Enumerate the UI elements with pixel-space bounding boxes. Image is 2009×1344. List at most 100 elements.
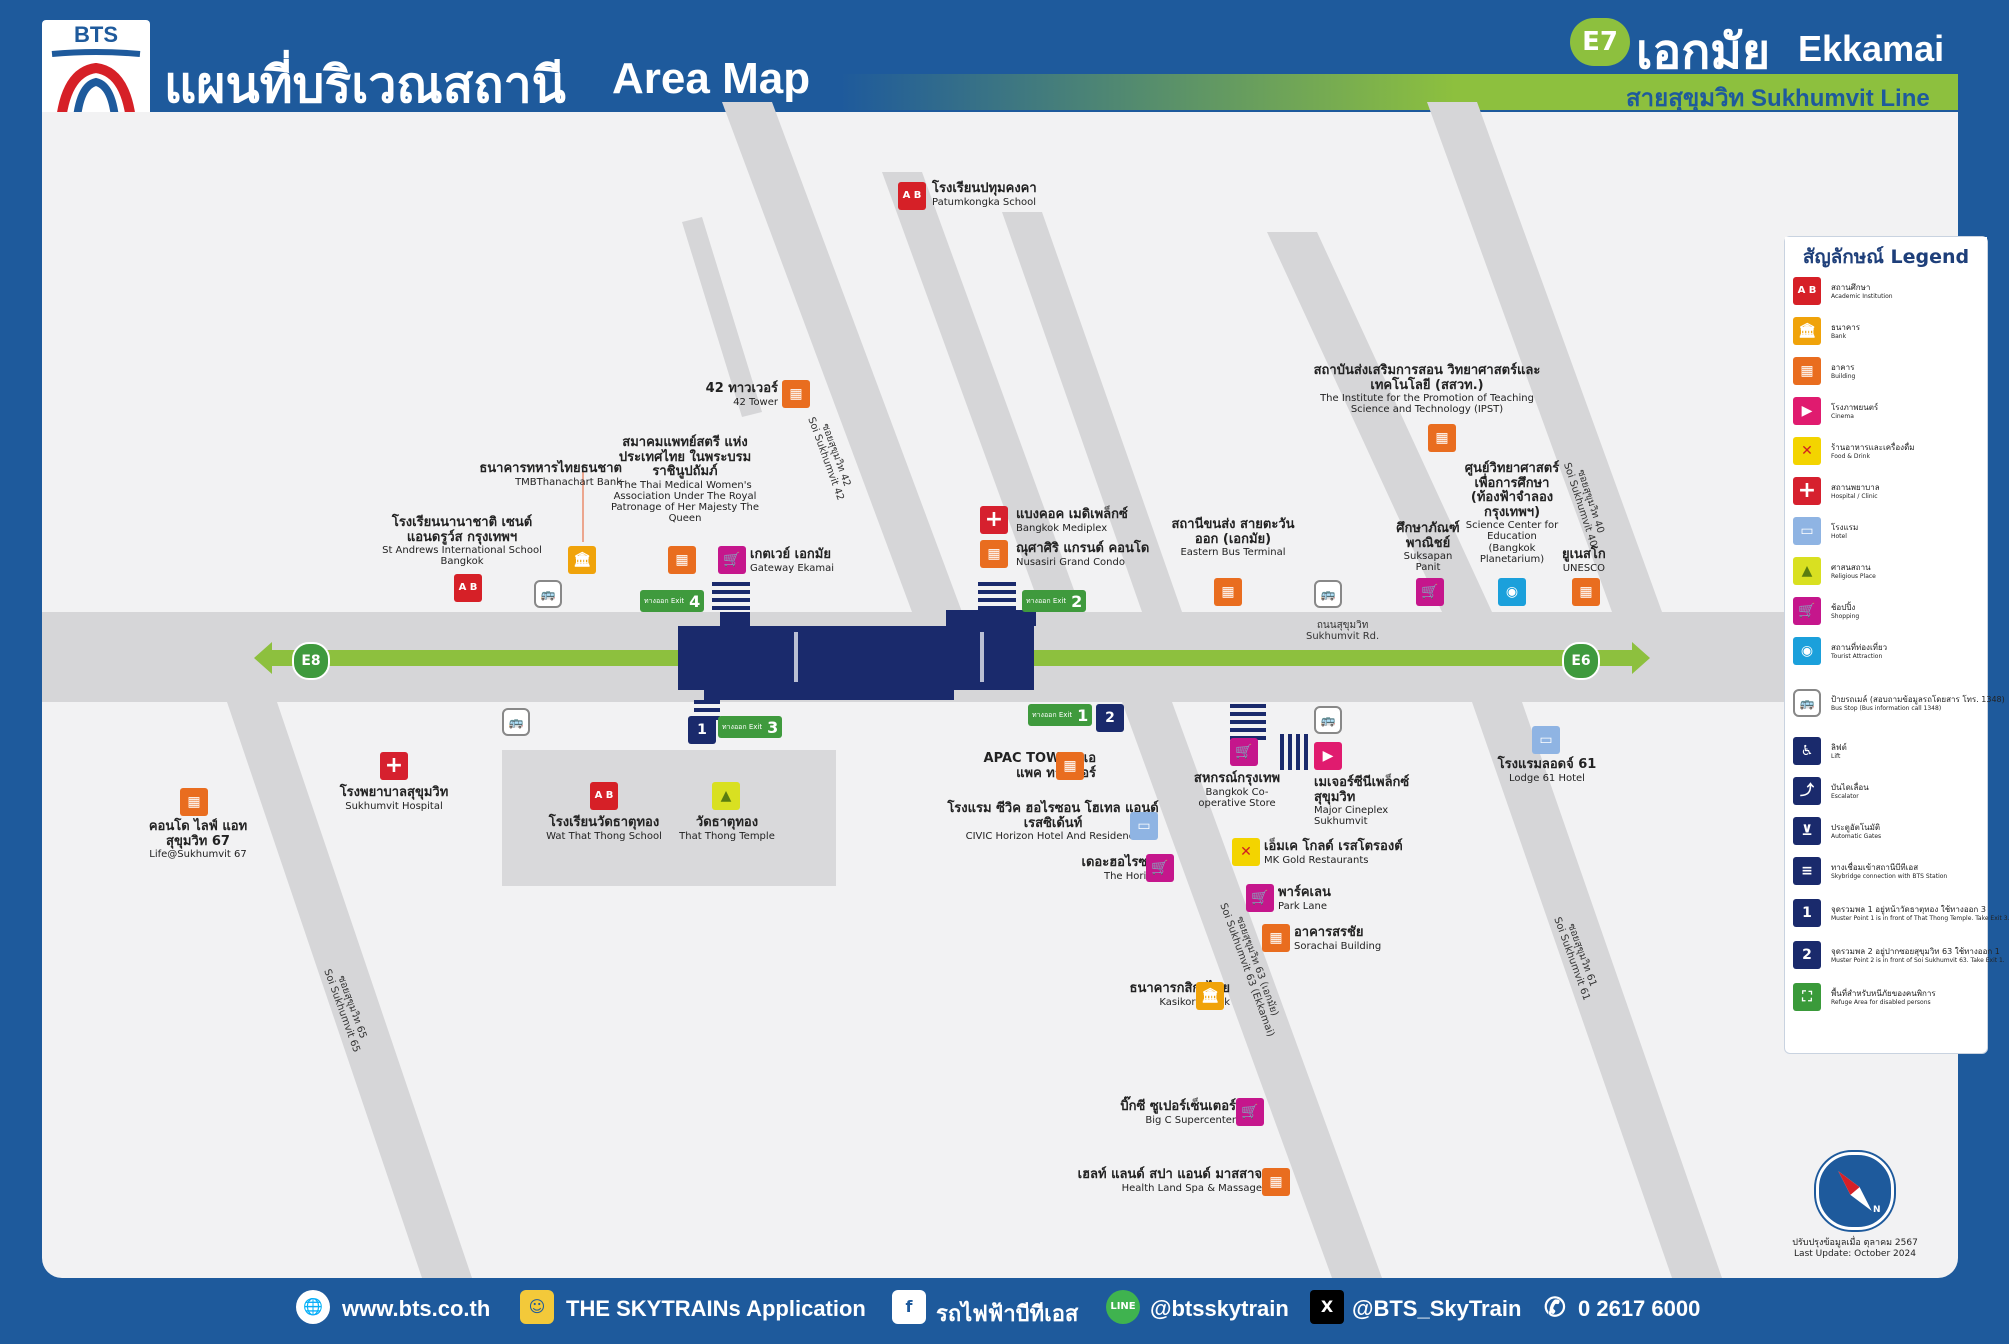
footer-x[interactable]: @BTS_SkyTrain: [1352, 1296, 1522, 1321]
station-body: [678, 610, 1036, 700]
poi-name-th: เกตเวย์ เอกมัย: [750, 547, 831, 562]
legend-item-th: ช้อปปิ้ง: [1831, 603, 1856, 612]
muster-icon: 1: [1793, 899, 1821, 927]
legend-item-en: Skybridge connection with BTS Station: [1831, 873, 1948, 880]
footer-line[interactable]: @btsskytrain: [1150, 1296, 1289, 1321]
street-name-en: Sukhumvit Rd.: [1306, 631, 1380, 642]
poi-ipst[interactable]: สถาบันส่งเสริมการสอน วิทยาศาสตร์และเทคโน…: [1312, 363, 1542, 415]
poi-name-th: โรงเรียนนานาชาติ เซนต์ แอนดรูว์ส กรุงเทพ…: [391, 515, 533, 545]
exit-label: ทางออก Exit: [644, 597, 685, 605]
poi-civic-horizon[interactable]: โรงแรม ซีวิค ฮอไรซอน โฮเทล แอนด์ เรสซิเด…: [942, 801, 1164, 842]
legend-item-en: Shopping: [1831, 613, 1860, 620]
gate-icon: ⊻: [1793, 817, 1821, 845]
cinema-icon: ▶: [1314, 742, 1342, 770]
poi-name-th: 42 ทาวเวอร์: [705, 381, 778, 396]
hotel-icon: ▭: [1532, 726, 1560, 754]
poi-suksapan-panit[interactable]: ศึกษาภัณฑ์ พาณิชย์Suksapan Panit: [1394, 521, 1462, 574]
poi-name-en: Suksapan Panit: [1403, 551, 1453, 574]
poi-name-en: Sorachai Building: [1294, 940, 1382, 952]
shopping-icon: 🛒: [1793, 597, 1821, 625]
hospital-icon: +: [1793, 477, 1821, 505]
street-name-th: ถนนสุขุมวิท: [1316, 620, 1369, 631]
poi-name-en: Lodge 61 Hotel: [1509, 772, 1585, 784]
poi-st-andrews[interactable]: โรงเรียนนานาชาติ เซนต์ แอนดรูว์ส กรุงเทพ…: [382, 515, 542, 568]
legend-item-en: Building: [1831, 373, 1856, 380]
poi-name-th: โรงพยาบาลสุขุมวิท: [339, 785, 449, 800]
poi-big-c[interactable]: บิ๊กซี ซูเปอร์เซ็นเตอร์Big C Supercenter: [1092, 1099, 1236, 1126]
next-station-badge[interactable]: E6: [1562, 642, 1600, 680]
line-band: [840, 74, 1958, 110]
poi-eastern-bus-terminal[interactable]: สถานีขนส่ง สายตะวันออก (เอกมัย)Eastern B…: [1168, 517, 1298, 558]
poi-bangkok-mediplex[interactable]: แบงคอค เมดิเพล็กซ์Bangkok Mediplex: [1016, 507, 1128, 534]
poi-name-en: Bangkok Co-operative Store: [1198, 786, 1276, 809]
academic-icon: A B: [590, 782, 618, 810]
footer-facebook[interactable]: รถไฟฟ้าบีทีเอส: [936, 1301, 1079, 1326]
exit-number: 3: [767, 717, 779, 737]
poi-name-th: เดอะฮอไรซอน: [1081, 855, 1164, 870]
legend-item-th: บันไดเลื่อน: [1831, 783, 1869, 792]
legend-item-th: ลิฟต์: [1831, 743, 1847, 752]
poi-name-en: St Andrews International School Bangkok: [382, 545, 542, 568]
muster-icon: 2: [1793, 941, 1821, 969]
footer-web[interactable]: www.bts.co.th: [342, 1296, 491, 1321]
shopping-icon: 🛒: [1236, 1098, 1264, 1126]
poi-bangkok-planetarium[interactable]: ศูนย์วิทยาศาสตร์ เพื่อการศึกษา (ท้องฟ้าจ…: [1464, 461, 1560, 565]
skywalk-icon: ≡: [1793, 857, 1821, 885]
legend-item-text: ป้ายรถเมล์ (สอบถามข้อมูลรถโดยสาร โทร. 13…: [1831, 695, 2005, 713]
shopping-icon: 🛒: [718, 546, 746, 574]
lift-icon: ♿: [1793, 737, 1821, 765]
legend-title: สัญลักษณ์ Legend: [1785, 237, 1987, 273]
prev-station-badge[interactable]: E8: [292, 642, 330, 680]
facebook-icon: f: [892, 1290, 926, 1324]
footer-app[interactable]: THE SKYTRAINs Application: [566, 1296, 866, 1321]
shopping-icon: 🛒: [1146, 854, 1174, 882]
legend-item-th: โรงภาพยนตร์: [1831, 403, 1879, 412]
legend-item-th: พื้นที่สำหรับหนีภัยของคนพิการ: [1831, 989, 1936, 998]
poi-42-tower[interactable]: 42 ทาวเวอร์42 Tower: [702, 381, 778, 408]
poi-mk-gold[interactable]: เอ็มเค โกลด์ เรสโตรองต์MK Gold Restauran…: [1264, 839, 1403, 866]
poi-name-th: สหกรณ์กรุงเทพ: [1193, 771, 1281, 786]
phone-icon: ✆: [1544, 1292, 1566, 1322]
street-layer: [42, 102, 1958, 1278]
poi-name-th: สถาบันส่งเสริมการสอน วิทยาศาสตร์และเทคโน…: [1313, 363, 1541, 393]
poi-name-th: ศึกษาภัณฑ์ พาณิชย์: [1396, 521, 1460, 551]
compass-north-label: N: [1873, 1205, 1881, 1215]
poi-name-th: ศูนย์วิทยาศาสตร์ เพื่อการศึกษา (ท้องฟ้าจ…: [1464, 461, 1560, 520]
poi-name-en: Health Land Spa & Massage: [1121, 1182, 1262, 1194]
poi-name-en: Sukhumvit Hospital: [345, 800, 443, 812]
poi-name-th: สมาคมแพทย์สตรี แห่งประเทศไทย ในพระบรมราช…: [618, 435, 752, 480]
poi-name-en: Kasikorn Bank: [1159, 996, 1230, 1008]
poi-name-en: Life@Sukhumvit 67: [149, 849, 247, 861]
poi-name-th: เฮลท์ แลนด์ สปา แอนด์ มาสสาจ: [1077, 1167, 1262, 1182]
footer-phone[interactable]: 0 2617 6000: [1578, 1296, 1701, 1321]
line-name: สายสุขุมวิท Sukhumvit Line: [1626, 85, 1930, 112]
poi-thai-medical-women[interactable]: สมาคมแพทย์สตรี แห่งประเทศไทย ในพระบรมราช…: [610, 435, 760, 524]
legend-item-th: ศาสนสถาน: [1831, 563, 1871, 572]
bank-icon: 🏛: [1793, 317, 1821, 345]
building-icon: ▦: [980, 540, 1008, 568]
